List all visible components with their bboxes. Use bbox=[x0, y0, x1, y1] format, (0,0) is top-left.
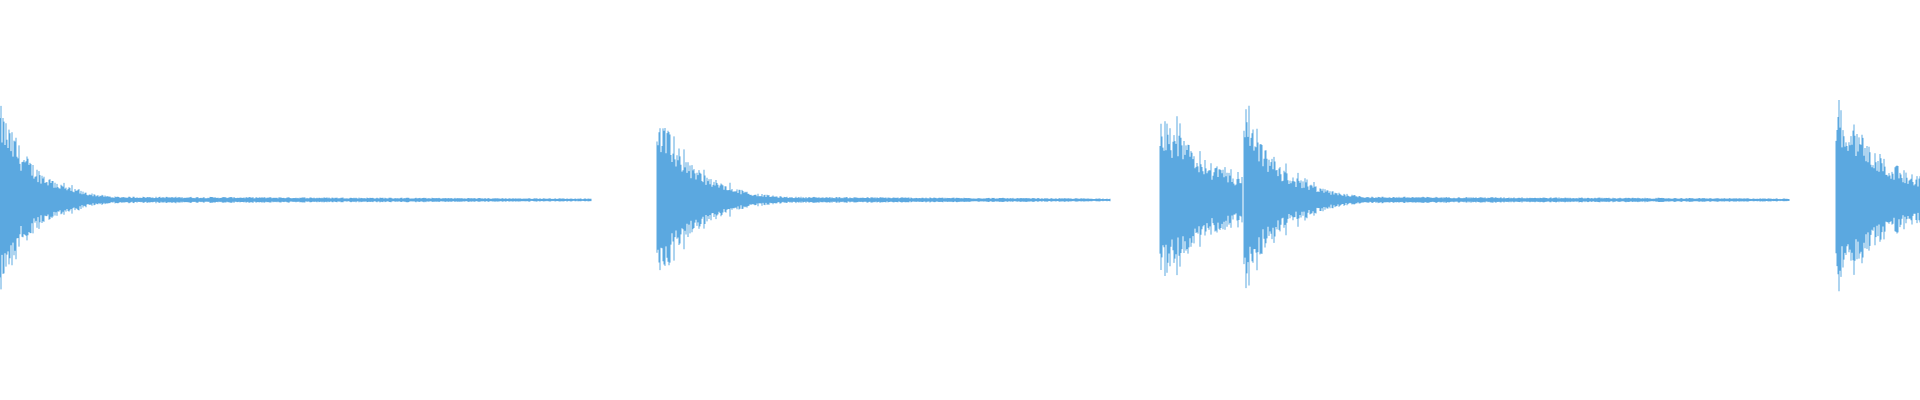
waveform-events bbox=[0, 100, 1920, 292]
waveform-event-1-trace bbox=[0, 105, 592, 290]
waveform-event-2-trace bbox=[656, 128, 1111, 271]
waveform-event-4-trace bbox=[1243, 105, 1790, 289]
waveform-event-1 bbox=[0, 105, 592, 290]
waveform-event-3 bbox=[1159, 116, 1243, 276]
waveform-event-4 bbox=[1243, 105, 1790, 289]
waveform-event-5 bbox=[1835, 100, 1920, 292]
waveform-event-2 bbox=[656, 128, 1111, 271]
waveform-event-3-trace bbox=[1159, 116, 1243, 276]
waveform-event-5-trace bbox=[1835, 100, 1920, 292]
